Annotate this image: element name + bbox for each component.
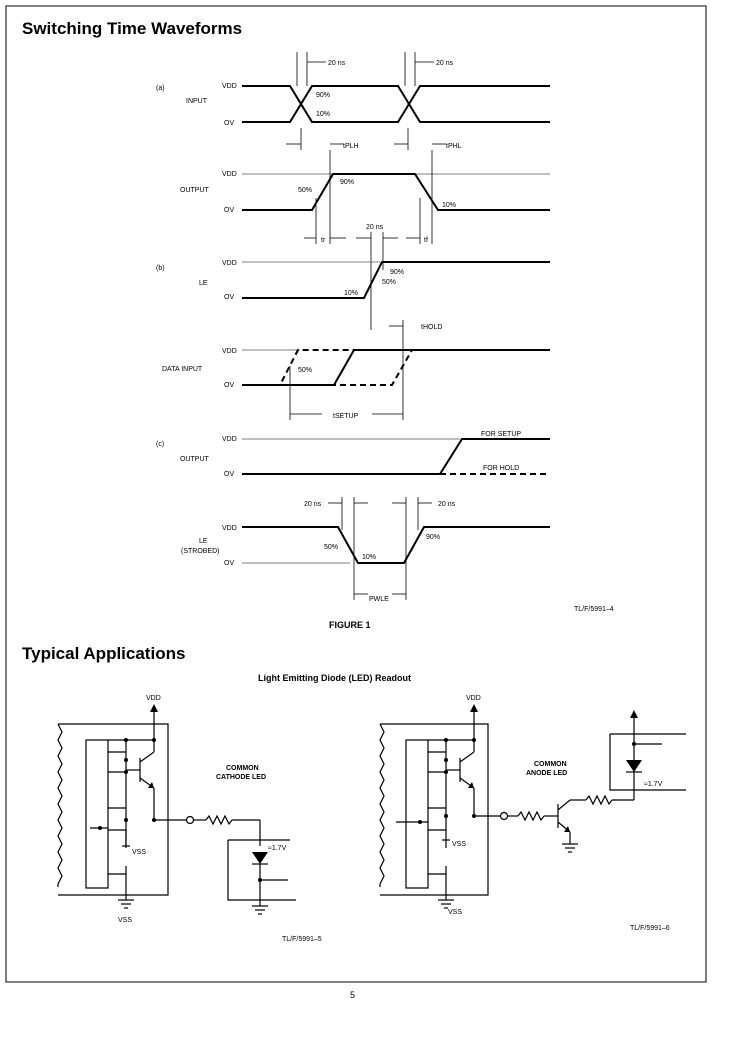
circuit-common-cathode: VDD VSS VSS xyxy=(57,695,322,943)
vss-label: VSS xyxy=(132,849,146,856)
p90-label: 90% xyxy=(316,92,330,99)
cathode-label: CATHODE LED xyxy=(216,774,266,781)
waveform-input: (a) VDD INPUT OV 20 ns 20 ns 90% 10% tPL… xyxy=(156,52,550,150)
ns20-label: 20 ns xyxy=(304,501,322,508)
vss-label: VSS xyxy=(452,841,466,848)
output-label: OUTPUT xyxy=(180,187,210,194)
p10-label: 10% xyxy=(442,202,456,209)
data-input-label: DATA INPUT xyxy=(162,366,203,373)
ov-label: OV xyxy=(224,120,234,127)
waveform-data-input: tHOLD VDD DATA INPUT OV 50% tSETUP xyxy=(162,320,550,420)
ov-label: OV xyxy=(224,560,234,567)
le-strobed-label: LE xyxy=(199,538,208,545)
ov-label: OV xyxy=(224,294,234,301)
voltage-label: ≈1.7V xyxy=(268,845,287,852)
tsetup-label: tSETUP xyxy=(333,413,359,420)
waveform-output-c: (c) VDD OUTPUT OV FOR SETUP FOR HOLD xyxy=(156,431,550,478)
tphl-label: tPHL xyxy=(446,143,462,150)
ns20-label: 20 ns xyxy=(366,224,384,231)
waveform-le: 20 ns (b) VDD LE OV 10% 90% 50% xyxy=(156,224,550,330)
for-hold-label: FOR HOLD xyxy=(483,465,519,472)
circuit-code-right: TL/F/5991–6 xyxy=(630,925,670,932)
vdd-label: VDD xyxy=(222,348,237,355)
apps-title: Light Emitting Diode (LED) Readout xyxy=(258,673,411,683)
p10-label: 10% xyxy=(316,111,330,118)
tf-label: tf xyxy=(424,237,428,244)
p50-label: 50% xyxy=(324,544,338,551)
vdd-label: VDD xyxy=(222,171,237,178)
vdd-label: VDD xyxy=(146,695,161,702)
p90-label: 90% xyxy=(426,534,440,541)
p50-label: 50% xyxy=(298,187,312,194)
section-title-applications: Typical Applications xyxy=(22,644,185,663)
ns20-label: 20 ns xyxy=(328,60,346,67)
ns20-label: 20 ns xyxy=(438,501,456,508)
vdd-label: VDD xyxy=(222,83,237,90)
panel-c-label: (c) xyxy=(156,441,164,448)
p50-label: 50% xyxy=(382,279,396,286)
vdd-label: VDD xyxy=(222,525,237,532)
page-border xyxy=(5,5,707,983)
panel-a-label: (a) xyxy=(156,85,165,92)
ov-label: OV xyxy=(224,382,234,389)
vdd-label: VDD xyxy=(222,436,237,443)
vss-label: VSS xyxy=(448,909,462,916)
p10-label: 10% xyxy=(344,290,358,297)
pwle-label: PWLE xyxy=(369,596,389,603)
section-title-switching: Switching Time Waveforms xyxy=(22,19,242,38)
page-number: 5 xyxy=(350,990,355,1000)
vdd-label: VDD xyxy=(466,695,481,702)
p90-label: 90% xyxy=(390,269,404,276)
ov-label: OV xyxy=(224,207,234,214)
ov-label: OV xyxy=(224,471,234,478)
tr-label: tr xyxy=(321,237,326,244)
for-setup-label: FOR SETUP xyxy=(481,431,521,438)
panel-b-label: (b) xyxy=(156,265,165,272)
figure-code: TL/F/5991–4 xyxy=(574,606,614,613)
voltage-label: ≈1.7V xyxy=(644,781,663,788)
vss-label: VSS xyxy=(118,917,132,924)
p10-label: 10% xyxy=(362,554,376,561)
vdd-label: VDD xyxy=(222,260,237,267)
cathode-label: COMMON xyxy=(226,765,259,772)
p50-label: 50% xyxy=(298,367,312,374)
anode-label: COMMON xyxy=(534,761,567,768)
figure-caption: FIGURE 1 xyxy=(329,620,371,630)
tplh-label: tPLH xyxy=(343,143,359,150)
p90-label: 90% xyxy=(340,179,354,186)
le-label: LE xyxy=(199,280,208,287)
ns20-label: 20 ns xyxy=(436,60,454,67)
le-strobed-label: (STROBED) xyxy=(181,548,220,555)
output-label: OUTPUT xyxy=(180,456,210,463)
circuit-common-anode: VDD VSS VSS xyxy=(379,695,686,932)
input-label: INPUT xyxy=(186,98,208,105)
anode-label: ANODE LED xyxy=(526,770,567,777)
waveform-le-strobed: 20 ns 20 ns VDD LE (STROBED) OV 50% 10% … xyxy=(181,497,550,603)
waveform-output: VDD OUTPUT OV 50% 90% 10% tr tf xyxy=(180,150,550,244)
circuit-code-left: TL/F/5991–5 xyxy=(282,936,322,943)
thold-label: tHOLD xyxy=(421,324,442,331)
